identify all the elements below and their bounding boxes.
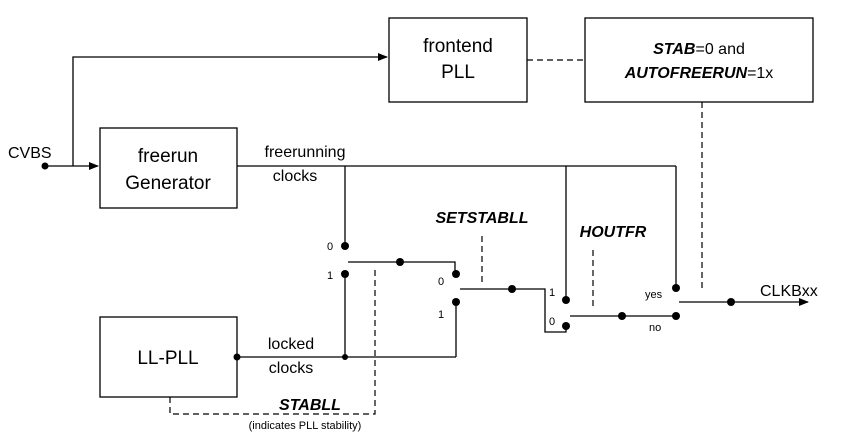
frontend-pll-label-line2: PLL xyxy=(441,62,475,83)
cvbs-node xyxy=(41,162,49,170)
sw3-label-1: 1 xyxy=(549,287,555,299)
sw3-label-0: 0 xyxy=(549,316,555,328)
sw1-label-1: 1 xyxy=(327,270,333,282)
sw4-label-yes: yes xyxy=(645,289,663,301)
locked-label-line1: locked xyxy=(268,336,314,353)
stabll-control-dashed xyxy=(169,268,376,415)
sw4-contact-no xyxy=(672,312,680,320)
condition-line2-rest: =1x xyxy=(747,65,773,82)
autofreerun-keyword: AUTOFREERUN xyxy=(624,65,748,82)
sw2-label-1: 1 xyxy=(438,309,444,321)
condition-line2: AUTOFREERUN=1x xyxy=(624,65,774,82)
sw1-contact-0 xyxy=(341,242,349,250)
locked-label-line2: clocks xyxy=(269,360,313,377)
ll-pll-output-node xyxy=(233,353,241,361)
switch2-blade xyxy=(460,288,567,333)
freerunning-label-line1: freerunning xyxy=(265,144,346,161)
sw3-pivot xyxy=(618,312,626,320)
cvbs-label: CVBS xyxy=(8,145,52,162)
sw4-label-no: no xyxy=(649,322,661,334)
freerunning-label-line2: clocks xyxy=(273,168,317,185)
sw2-contact-1 xyxy=(452,298,460,306)
clkbxx-label: CLKBxx xyxy=(760,283,818,300)
freerun-label-line1: freerun xyxy=(138,146,198,167)
stab-keyword: STAB xyxy=(653,41,695,58)
frontend-pll-label-line1: frontend xyxy=(423,36,493,57)
stabll-note: (indicates PLL stability) xyxy=(249,420,362,432)
sw4-contact-yes xyxy=(672,284,680,292)
freerun-generator-block xyxy=(99,127,238,209)
stabll-label: STABLL xyxy=(279,397,341,414)
sw3-contact-0 xyxy=(562,322,570,330)
sw1-label-0: 0 xyxy=(327,241,333,253)
frontend-pll-block xyxy=(388,17,528,103)
freerun-label-line2: Generator xyxy=(125,173,211,194)
sw1-contact-1 xyxy=(341,270,349,278)
setstabll-label: SETSTABLL xyxy=(435,210,528,227)
houtfr-label: HOUTFR xyxy=(580,224,647,241)
condition-line1: STAB=0 and xyxy=(653,41,745,58)
sw2-label-0: 0 xyxy=(438,276,444,288)
condition-box xyxy=(584,17,814,103)
locked-junction xyxy=(342,354,348,360)
sw1-pivot xyxy=(396,258,404,266)
sw3-contact-1 xyxy=(562,296,570,304)
sw2-pivot xyxy=(508,285,516,293)
ll-pll-label: LL-PLL xyxy=(137,348,198,369)
sw4-pivot xyxy=(727,298,735,306)
condition-line1-rest: =0 and xyxy=(695,41,744,58)
switch1-blade xyxy=(348,261,456,274)
cvbs-to-frontend-wire xyxy=(72,53,388,166)
sw2-contact-0 xyxy=(452,270,460,278)
